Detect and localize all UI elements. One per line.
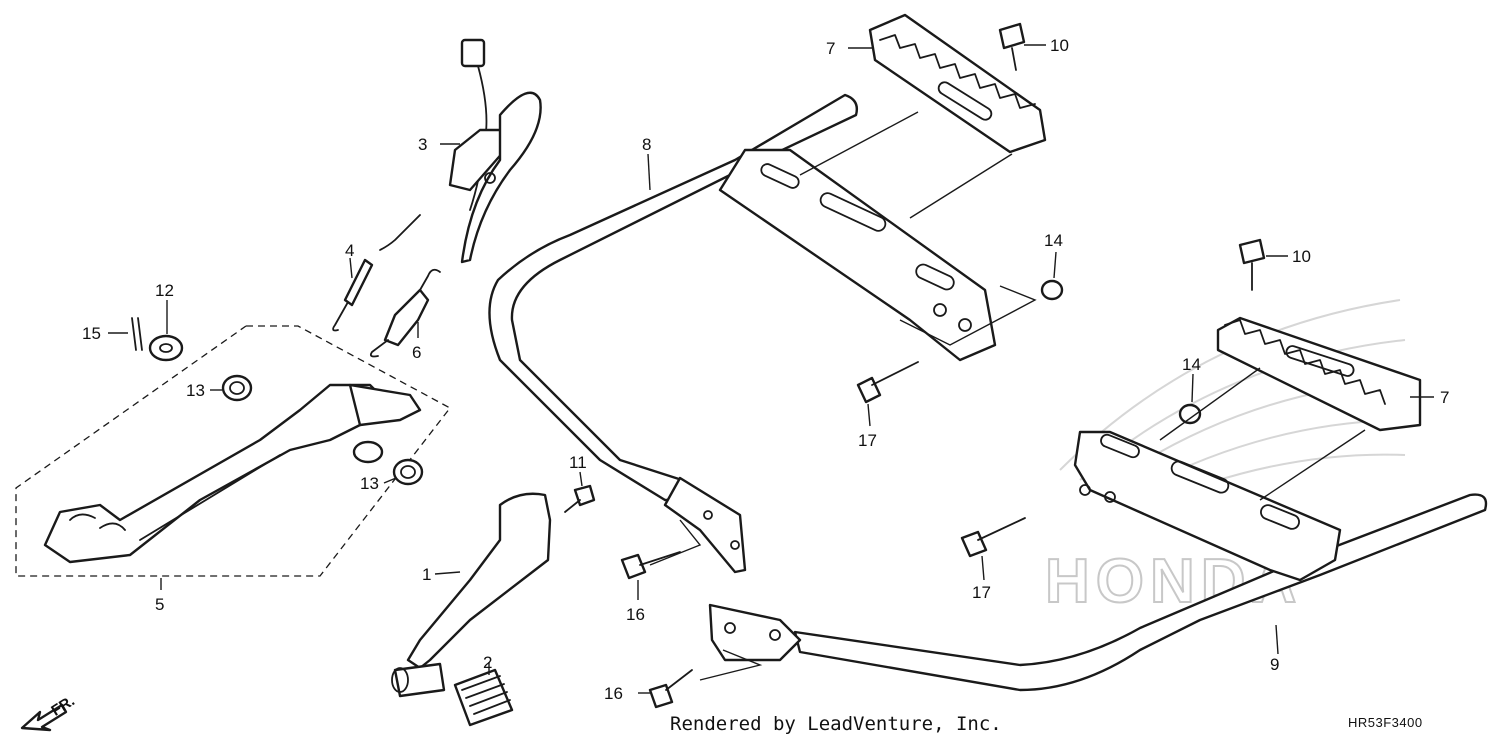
step-plate-lower[interactable] — [1216, 316, 1422, 432]
callouts: 1 2 3 4 5 6 7 7 8 9 10 10 11 12 13 13 14… — [82, 36, 1449, 703]
callout-13-lower: 13 — [360, 474, 379, 493]
callout-16-upper: 16 — [626, 605, 645, 624]
brake-pedal[interactable] — [391, 492, 552, 698]
bolt-10-lower[interactable] — [1238, 238, 1266, 291]
cotter-pin-15[interactable] — [131, 317, 143, 351]
callout-7-upper: 7 — [826, 39, 835, 58]
callout-10-lower: 10 — [1292, 247, 1311, 266]
leader-lines — [108, 44, 1434, 694]
footer-credit: Rendered by LeadVenture, Inc. — [670, 713, 1002, 735]
step-bar-left[interactable] — [708, 430, 1488, 692]
step-plate-upper[interactable] — [868, 13, 1047, 154]
diagram-code: HR53F3400 — [1348, 715, 1423, 730]
return-spring-4[interactable] — [332, 214, 421, 332]
callout-17-upper: 17 — [858, 431, 877, 450]
callout-1: 1 — [422, 565, 431, 584]
callout-9: 9 — [1270, 655, 1279, 674]
callout-16-lower: 16 — [604, 684, 623, 703]
washer-12[interactable] — [148, 334, 184, 362]
callout-3: 3 — [418, 135, 427, 154]
callout-11: 11 — [569, 453, 587, 472]
front-direction-indicator: FR. — [20, 692, 78, 732]
bolt-10-upper[interactable] — [998, 22, 1026, 71]
callout-2: 2 — [483, 653, 492, 672]
callout-14-lower: 14 — [1182, 355, 1201, 374]
callout-10-upper: 10 — [1050, 36, 1069, 55]
callout-13-upper: 13 — [186, 381, 205, 400]
callout-5: 5 — [155, 595, 164, 614]
nut-14-upper[interactable] — [1040, 279, 1064, 301]
callout-6: 6 — [412, 343, 421, 362]
callout-7-lower: 7 — [1440, 388, 1449, 407]
callout-8: 8 — [642, 135, 651, 154]
spring-6[interactable] — [369, 268, 441, 358]
callout-12: 12 — [155, 281, 174, 300]
nut-14-lower[interactable] — [1178, 403, 1202, 425]
callout-17-lower: 17 — [972, 583, 991, 602]
bolt-16-upper[interactable] — [620, 551, 681, 580]
bolt-11[interactable] — [564, 484, 596, 513]
bolt-17-upper[interactable] — [856, 361, 919, 404]
bolt-16-lower[interactable] — [648, 669, 693, 709]
pedal-rubber[interactable] — [453, 668, 514, 727]
brake-switch[interactable] — [448, 38, 542, 264]
bolt-17-lower[interactable] — [960, 517, 1026, 558]
step-bar-right[interactable] — [488, 93, 997, 574]
callout-14-upper: 14 — [1044, 231, 1063, 250]
callout-15: 15 — [82, 324, 101, 343]
callout-4: 4 — [345, 241, 354, 260]
front-arrow-icon — [20, 703, 68, 732]
brake-pedal-assembly[interactable] — [15, 325, 451, 577]
